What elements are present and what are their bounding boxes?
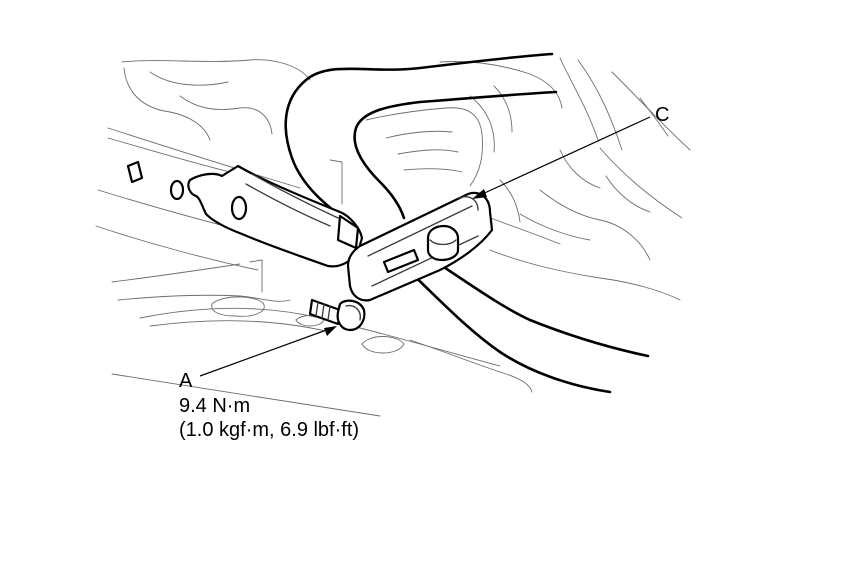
stabilizer-link-arm xyxy=(126,160,364,268)
stabilizer-bar xyxy=(284,52,650,394)
callout-a-leader xyxy=(199,327,333,377)
torque-spec-nm: 9.4 N·m xyxy=(179,395,251,417)
callout-a-arrowhead xyxy=(324,326,337,336)
torque-spec-alt-units: (1.0 kgf·m, 6.9 lbf·ft) xyxy=(179,419,360,441)
callout-c-label: C xyxy=(655,104,670,126)
frame-detail-right xyxy=(469,57,691,301)
callout-c-arrowhead xyxy=(472,189,487,199)
bushing-holder xyxy=(346,191,494,302)
holder-nut xyxy=(426,224,460,262)
callout-a-label: A xyxy=(179,370,193,392)
mounting-bolt xyxy=(308,298,366,332)
frame-detail-center xyxy=(329,61,563,205)
callout-c-leader xyxy=(477,116,651,197)
